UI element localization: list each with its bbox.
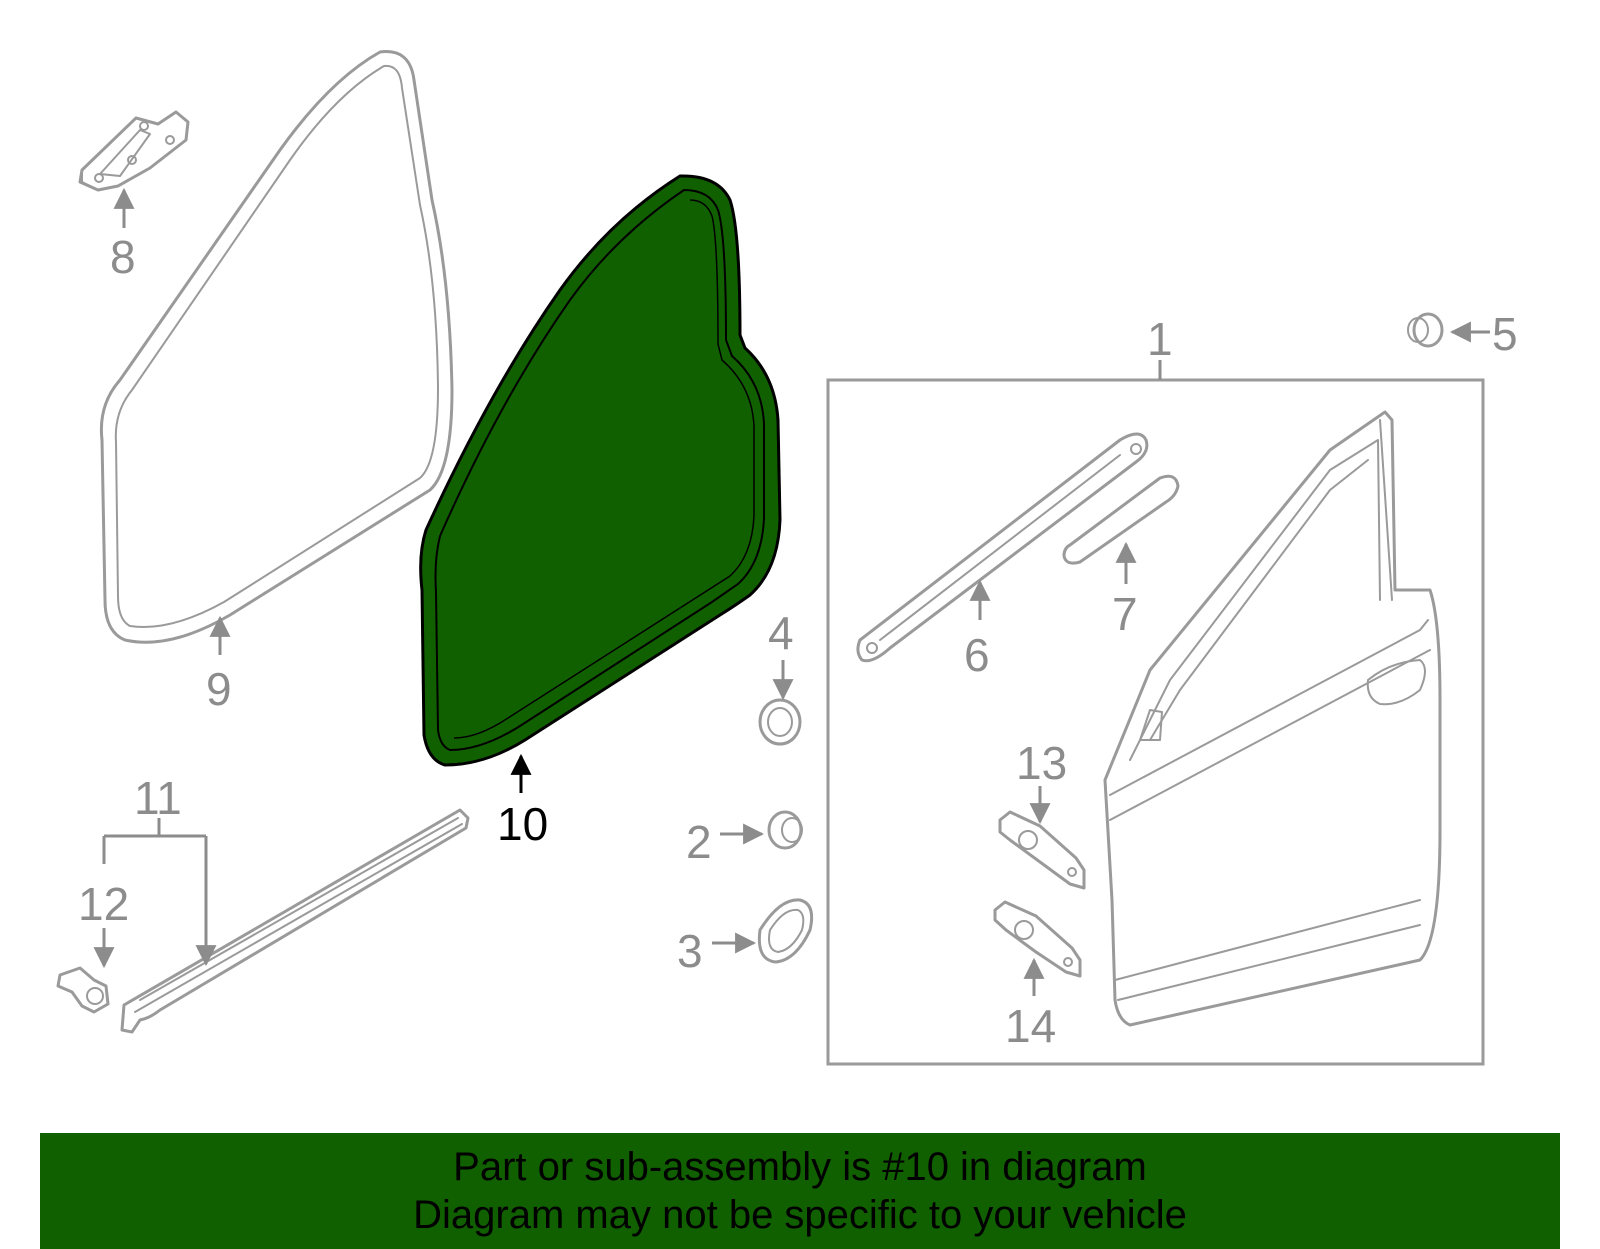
callout-13: 13 bbox=[1016, 737, 1067, 789]
part-4-plug[interactable] bbox=[758, 698, 802, 746]
part-6-reinforcement[interactable] bbox=[856, 432, 1149, 663]
leader-lines bbox=[93, 187, 1490, 996]
callout-12: 12 bbox=[78, 878, 129, 930]
callout-14: 14 bbox=[1005, 1000, 1056, 1052]
callout-5: 5 bbox=[1492, 308, 1518, 360]
part-3-plug[interactable] bbox=[757, 898, 814, 964]
callout-6: 6 bbox=[964, 629, 990, 681]
callout-10: 10 bbox=[497, 798, 548, 850]
part-9-door-opening-seal[interactable] bbox=[99, 50, 454, 644]
part-info-banner: Part or sub-assembly is #10 in diagram D… bbox=[40, 1133, 1560, 1249]
part-11-rocker-molding[interactable] bbox=[120, 808, 470, 1034]
callout-4: 4 bbox=[768, 607, 794, 659]
part-8-hinge[interactable] bbox=[78, 110, 190, 192]
part-12-clip[interactable] bbox=[56, 966, 110, 1014]
callout-11: 11 bbox=[134, 772, 182, 824]
callout-9: 9 bbox=[206, 663, 232, 715]
part-14-hinge[interactable] bbox=[993, 900, 1082, 978]
banner-line-1: Part or sub-assembly is #10 in diagram bbox=[453, 1145, 1147, 1189]
callout-3: 3 bbox=[677, 925, 703, 977]
part-1-group-box bbox=[826, 378, 1485, 1066]
callout-1: 1 bbox=[1147, 313, 1173, 365]
callout-7: 7 bbox=[1112, 588, 1138, 640]
part-10-door-seal[interactable] bbox=[419, 174, 782, 767]
part-5-clip[interactable] bbox=[1407, 312, 1444, 348]
callout-2: 2 bbox=[686, 816, 712, 868]
callout-8: 8 bbox=[110, 231, 136, 283]
part-2-plug[interactable] bbox=[767, 810, 803, 850]
part-7-pad[interactable] bbox=[1062, 474, 1180, 565]
part-1-door-shell[interactable] bbox=[1103, 410, 1442, 1027]
part-13-hinge[interactable] bbox=[998, 810, 1086, 890]
banner-line-2: Diagram may not be specific to your vehi… bbox=[413, 1193, 1187, 1237]
